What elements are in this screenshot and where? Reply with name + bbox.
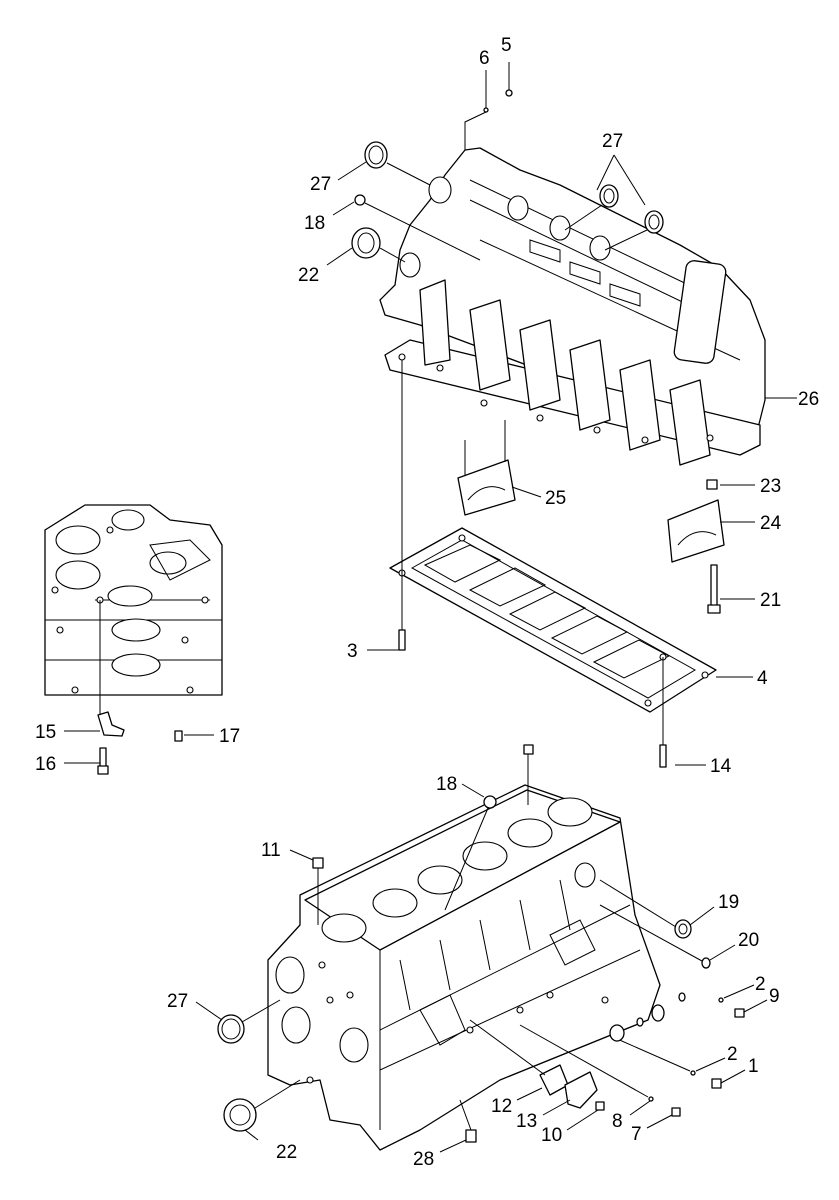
callout-26: 26 bbox=[798, 389, 819, 410]
callout-18-lower: 18 bbox=[436, 774, 457, 795]
callout-27-lower: 27 bbox=[167, 991, 188, 1012]
callout-3: 3 bbox=[347, 641, 358, 662]
bolt-16 bbox=[97, 747, 109, 775]
callout-22-lower: 22 bbox=[276, 1142, 297, 1163]
callout-9: 9 bbox=[769, 986, 780, 1007]
callout-14: 14 bbox=[710, 756, 732, 777]
oring-27-lower bbox=[217, 999, 281, 1044]
callout-24: 24 bbox=[760, 513, 782, 534]
bolt-3 bbox=[398, 360, 406, 651]
bolt-14 bbox=[659, 657, 667, 768]
callout-27-top-right: 27 bbox=[602, 131, 623, 152]
callout-13: 13 bbox=[516, 1111, 537, 1132]
callout-11: 11 bbox=[261, 840, 281, 861]
callout-18-top: 18 bbox=[304, 213, 325, 234]
callout-28: 28 bbox=[413, 1149, 434, 1170]
bolt-21 bbox=[707, 564, 721, 614]
bedplate-assembly bbox=[379, 147, 766, 466]
callout-10: 10 bbox=[541, 1125, 562, 1146]
seal-22-lower bbox=[223, 1079, 301, 1132]
main-bearing-cap-24 bbox=[667, 499, 725, 563]
oring-27-top-right-b bbox=[604, 210, 664, 251]
callout-2-lower: 2 bbox=[727, 1044, 738, 1065]
callout-1: 1 bbox=[748, 1056, 759, 1077]
plug-17 bbox=[174, 730, 183, 742]
nut-23 bbox=[706, 479, 718, 490]
gasket-4 bbox=[389, 527, 717, 713]
plug-1 bbox=[711, 1078, 722, 1089]
callout-2-upper: 2 bbox=[755, 974, 766, 995]
callout-labels: 5 6 27 27 18 22 26 23 25 24 21 3 4 15 17… bbox=[35, 35, 819, 1170]
plug-18-lower bbox=[444, 795, 497, 911]
callout-12: 12 bbox=[491, 1096, 512, 1117]
callout-20: 20 bbox=[738, 930, 759, 951]
oring-27-top-left bbox=[364, 141, 431, 186]
oring-27-top-right-a bbox=[564, 184, 619, 231]
callout-7: 7 bbox=[631, 1124, 642, 1145]
callout-4: 4 bbox=[757, 668, 768, 689]
bolt-10 bbox=[595, 1101, 605, 1111]
pin-2-lower bbox=[614, 1037, 696, 1076]
callout-8: 8 bbox=[612, 1111, 623, 1132]
callout-6: 6 bbox=[479, 48, 490, 69]
seal-22-top bbox=[351, 227, 406, 263]
callout-16: 16 bbox=[35, 754, 56, 775]
fitting-28 bbox=[459, 1099, 477, 1143]
plug-7 bbox=[671, 1107, 681, 1117]
cover-13 bbox=[564, 1071, 598, 1109]
leader-lines bbox=[64, 62, 797, 1153]
nozzle-15 bbox=[97, 711, 125, 737]
oring-small-set bbox=[609, 992, 686, 1042]
plug-11 bbox=[312, 857, 324, 925]
plug-5 bbox=[505, 89, 513, 97]
callout-5: 5 bbox=[501, 35, 512, 56]
callout-27-top-left: 27 bbox=[310, 174, 331, 195]
pin-6 bbox=[464, 70, 489, 150]
callout-15: 15 bbox=[35, 722, 56, 743]
pin-8 bbox=[519, 1024, 654, 1102]
oring-20 bbox=[599, 904, 711, 969]
callout-19: 19 bbox=[718, 892, 739, 913]
cylinder-block-detail-inset bbox=[44, 504, 223, 715]
pin-2-upper bbox=[718, 997, 724, 1003]
plug-top-block bbox=[523, 744, 534, 805]
callout-21: 21 bbox=[760, 590, 781, 611]
callout-25: 25 bbox=[545, 488, 566, 509]
oring-19 bbox=[599, 879, 692, 939]
main-bearing-cap-25 bbox=[457, 420, 516, 516]
plug-9 bbox=[734, 1008, 745, 1018]
plug-18-top bbox=[354, 194, 481, 261]
callout-17: 17 bbox=[219, 726, 240, 747]
cylinder-block bbox=[267, 784, 661, 1151]
callout-23: 23 bbox=[760, 476, 781, 497]
callout-22-top: 22 bbox=[298, 265, 319, 286]
